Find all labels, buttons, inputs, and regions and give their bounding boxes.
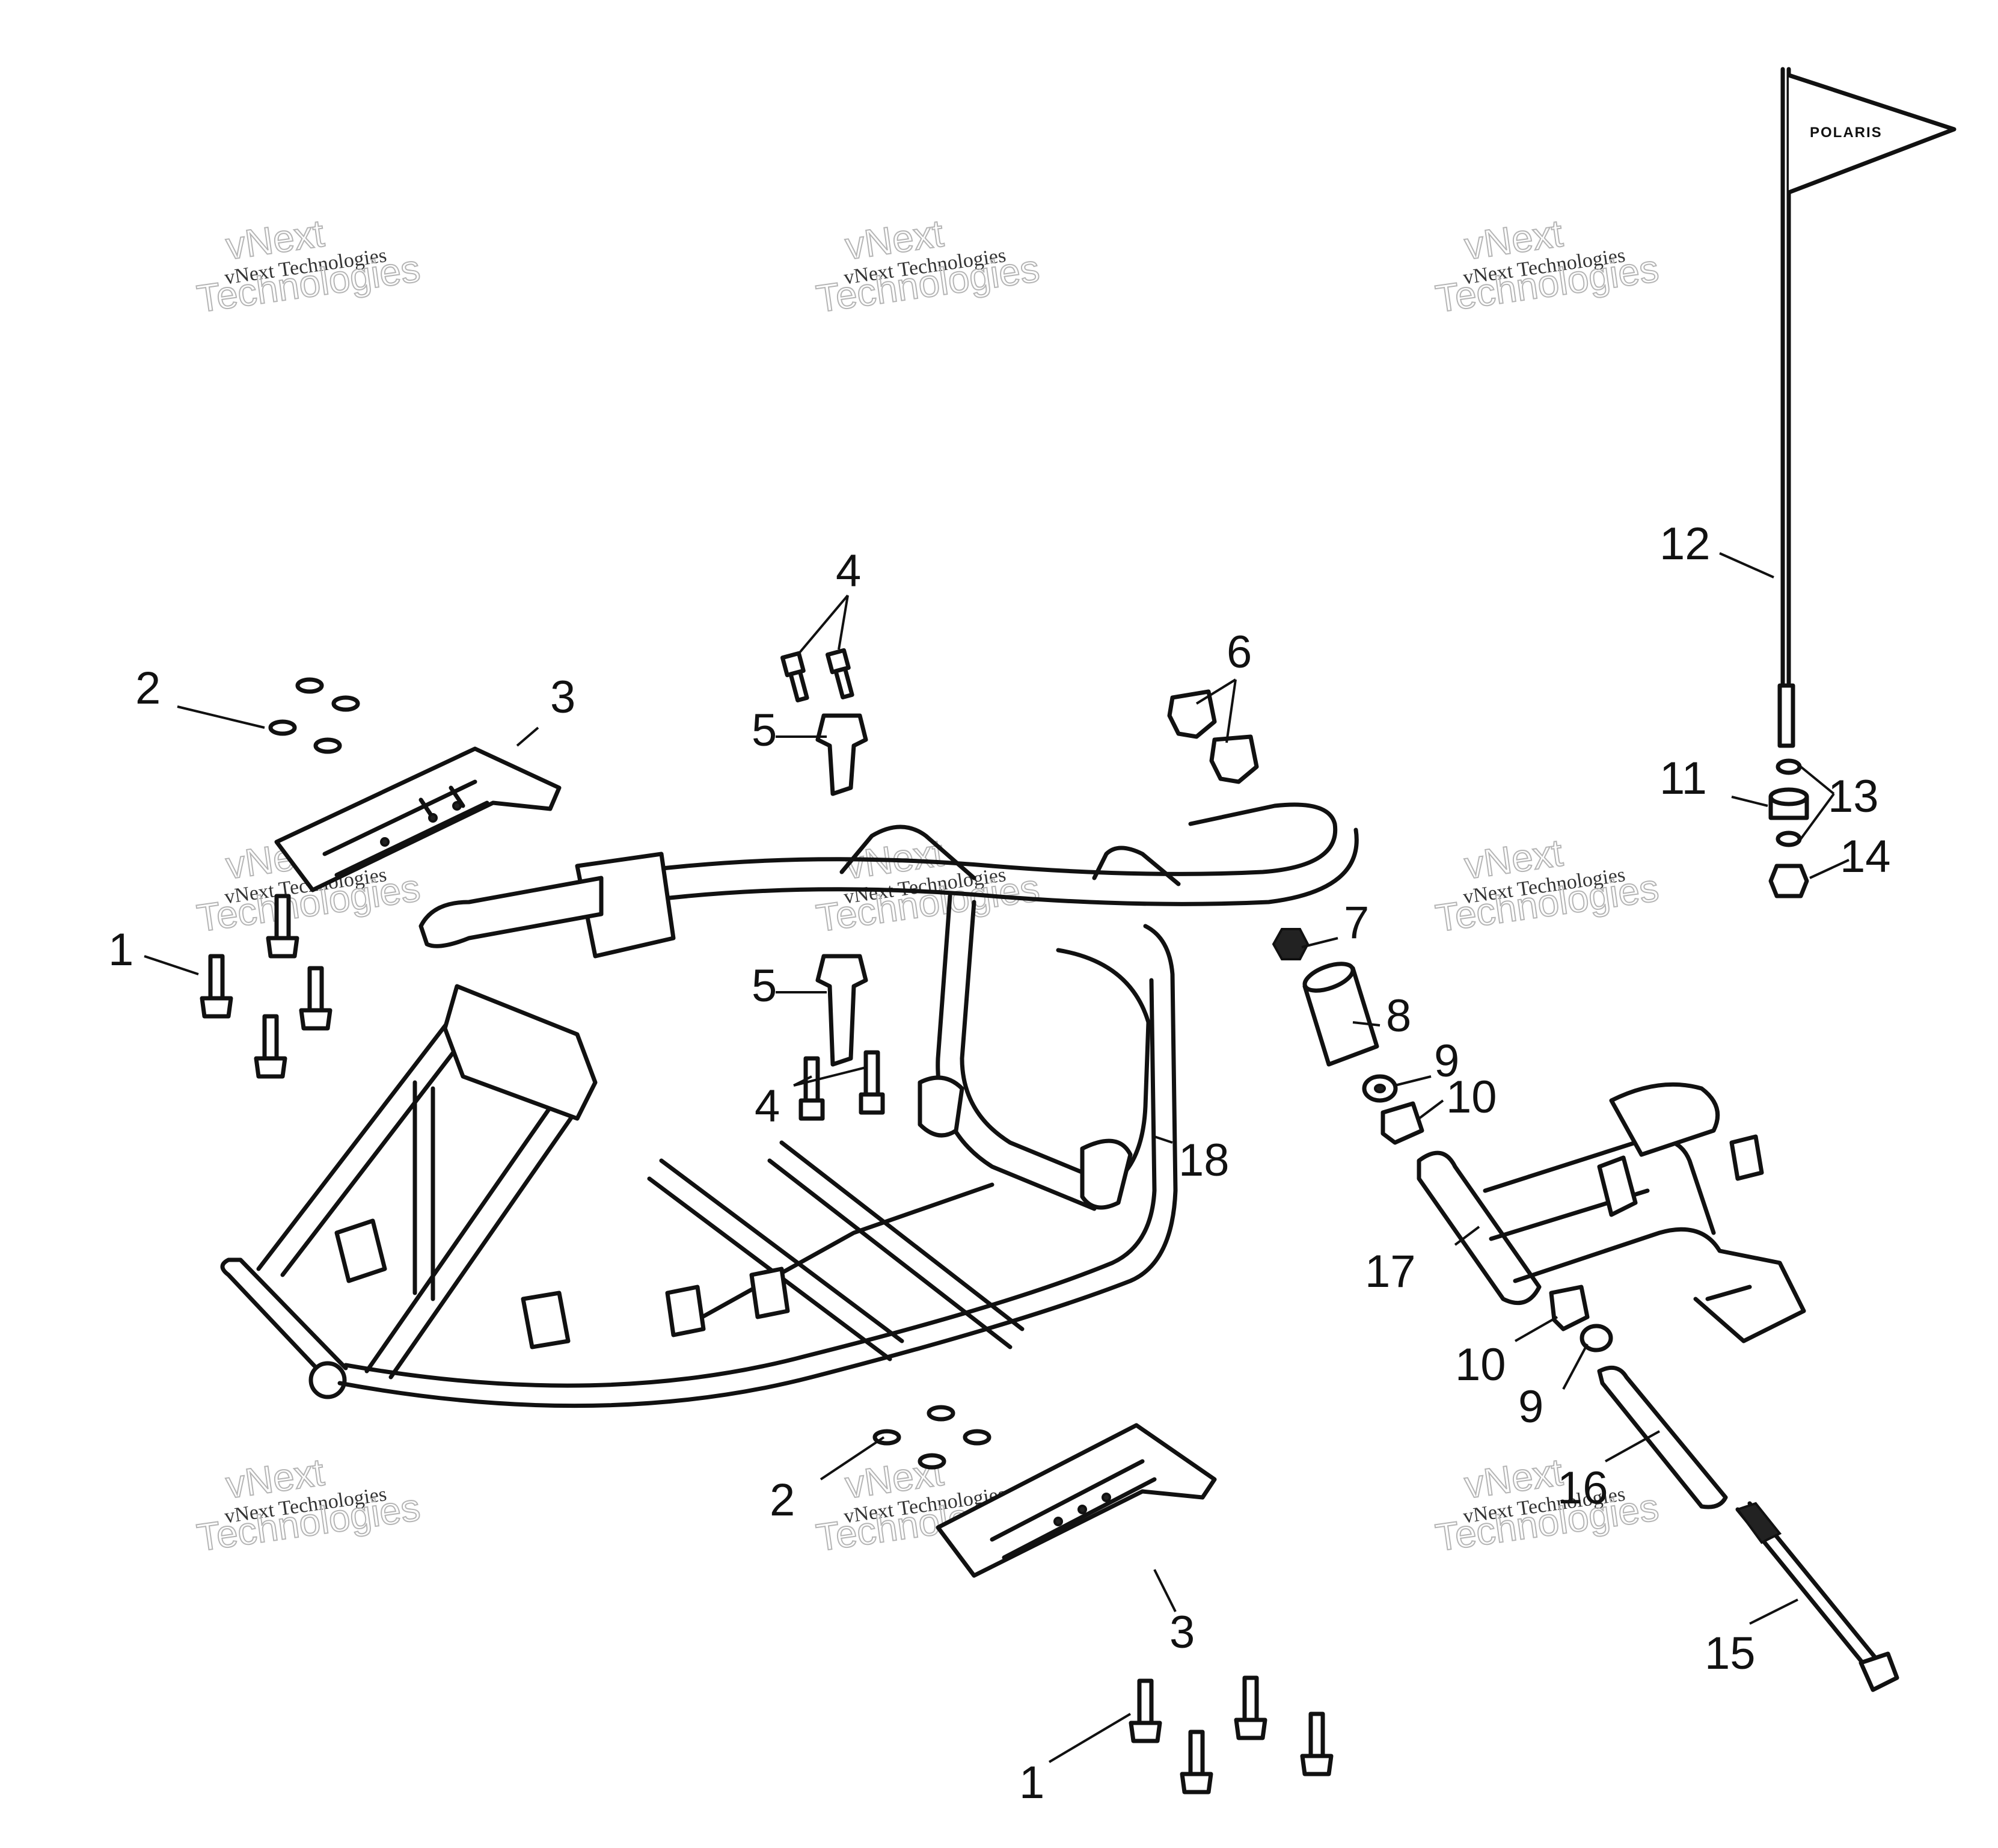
watermark-bottom-left: vNext vNext Technologies Technologies (194, 1449, 423, 1560)
callout-9-upper: 9 (1434, 1036, 1459, 1087)
grommet-11 (1768, 787, 1809, 820)
callout-1-upper: 1 (108, 924, 133, 975)
watermark-mid-right: vNext vNext Technologies Technologies (1432, 830, 1662, 941)
callout-18: 18 (1178, 1135, 1230, 1186)
callout-labels: 2 3 1 4 5 6 5 4 7 8 9 10 18 17 10 9 16 1… (108, 518, 1891, 1808)
callout-14: 14 (1840, 831, 1891, 882)
callout-12: 12 (1659, 518, 1711, 569)
callout-8: 8 (1386, 990, 1411, 1042)
callout-3-upper: 3 (550, 672, 575, 723)
washers-upper (268, 677, 360, 754)
callout-9-lower: 9 (1518, 1381, 1543, 1432)
washers-lower (872, 1405, 991, 1470)
callout-17: 17 (1365, 1246, 1416, 1297)
bearing-10-upper (1381, 1101, 1424, 1145)
callout-13: 13 (1828, 771, 1879, 822)
watermark-bottom-right: vNext vNext Technologies Technologies (1432, 1449, 1662, 1560)
bracket-lower (815, 954, 868, 1067)
nut-14 (1768, 864, 1809, 898)
callout-2-upper: 2 (135, 663, 161, 714)
callout-15: 15 (1705, 1628, 1756, 1679)
washer-13-upper (1776, 758, 1802, 775)
steering-post-17 (1417, 1082, 1806, 1343)
washer-9-lower (1580, 1324, 1613, 1352)
footrest-upper (274, 746, 562, 892)
flag-assembly: POLARIS (1777, 67, 1957, 748)
watermarks: vNext vNext Technologies Technologies vN… (194, 210, 1662, 1560)
callout-4-upper: 4 (836, 545, 861, 597)
callout-5-upper: 5 (752, 705, 777, 756)
callout-1-lower: 1 (1019, 1757, 1044, 1808)
washer-9-upper (1362, 1074, 1398, 1103)
bolts-upper-left (200, 894, 332, 1079)
main-frame (220, 802, 1359, 1408)
bracket-upper (815, 713, 868, 796)
callout-3-lower: 3 (1169, 1607, 1195, 1658)
watermark-top-right: vNext vNext Technologies Technologies (1432, 210, 1662, 321)
watermark-top-center: vNext vNext Technologies Technologies (813, 210, 1043, 321)
nut-7 (1272, 928, 1310, 960)
bolt-15 (1735, 1501, 1899, 1692)
leader-lines (144, 552, 1849, 1763)
washer-13-lower (1776, 830, 1802, 847)
callout-11: 11 (1659, 753, 1707, 804)
watermark-top-left: vNext vNext Technologies Technologies (194, 210, 423, 321)
callout-16: 16 (1557, 1463, 1608, 1514)
callout-2-lower: 2 (770, 1475, 795, 1526)
spacer-16 (1597, 1365, 1728, 1509)
callout-5-lower: 5 (752, 960, 777, 1011)
clips (1167, 689, 1259, 784)
bolts-top-center (780, 648, 854, 703)
callout-4-lower: 4 (755, 1081, 780, 1132)
bearing-10-lower (1549, 1285, 1590, 1331)
callout-7: 7 (1344, 897, 1369, 948)
callout-10-lower: 10 (1455, 1339, 1506, 1390)
bolts-lower (1129, 1675, 1334, 1794)
flag-label: POLARIS (1810, 124, 1883, 141)
footrest-lower (936, 1423, 1217, 1578)
bushing-8 (1302, 962, 1379, 1067)
callout-6: 6 (1227, 627, 1252, 678)
callout-10-upper: 10 (1446, 1072, 1497, 1123)
